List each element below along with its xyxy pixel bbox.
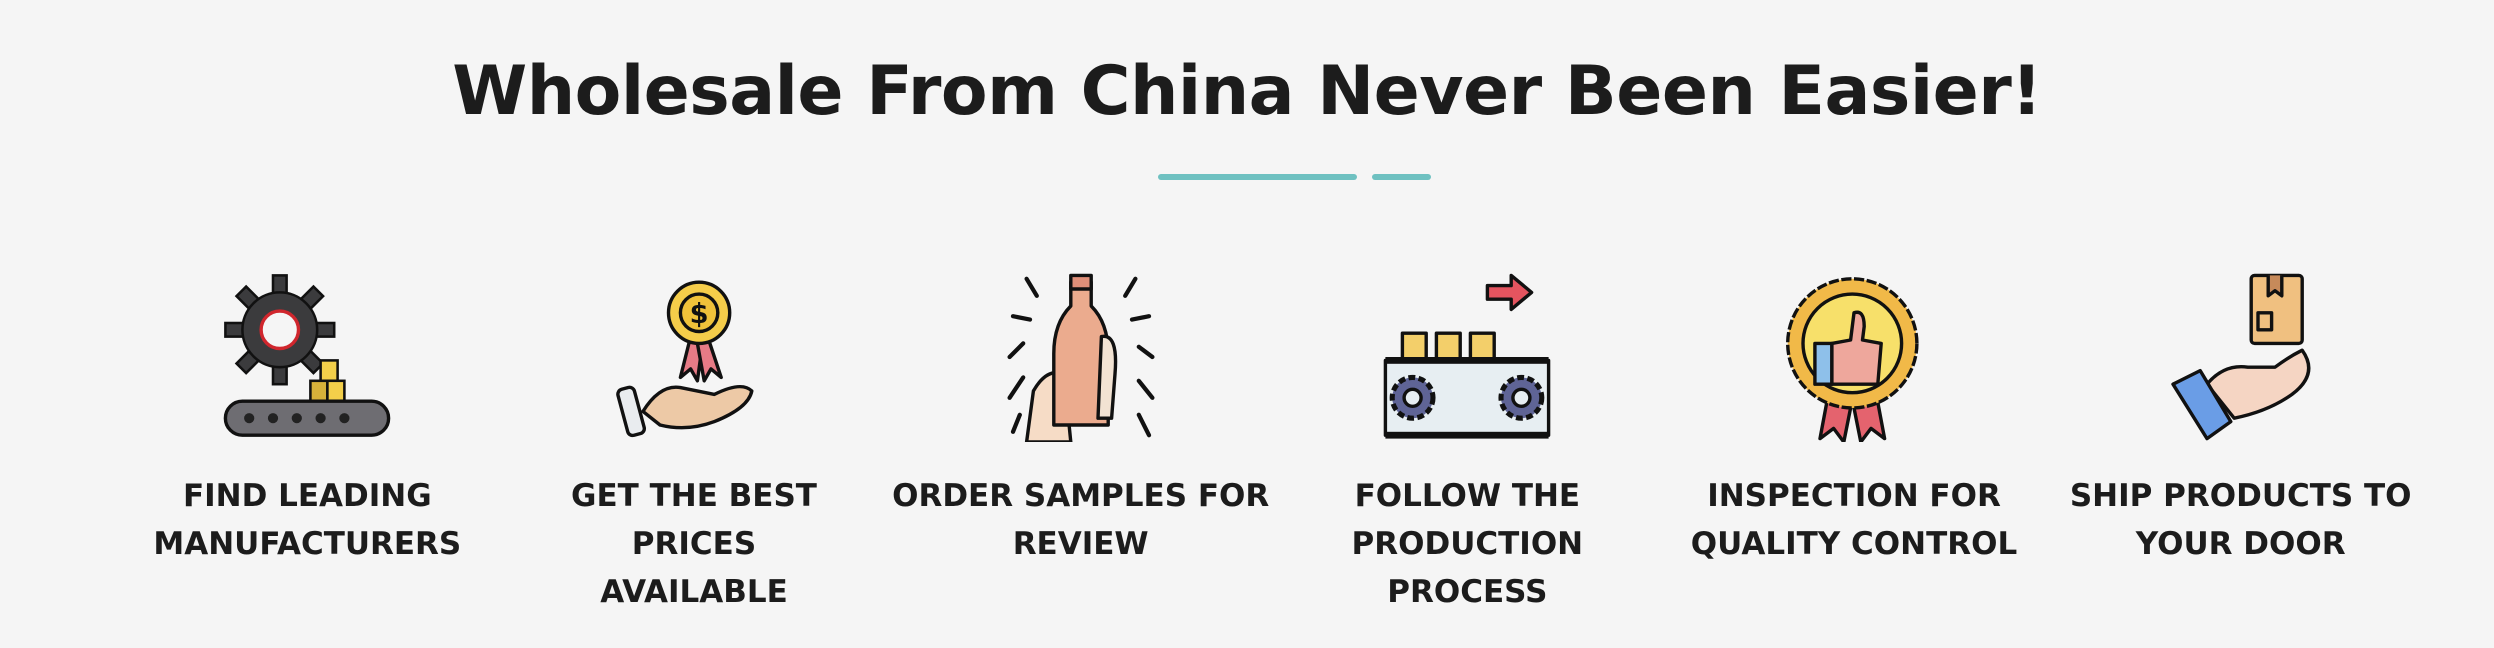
label-line: AVAILABLE	[600, 574, 788, 610]
label-line: PROCESS	[1387, 574, 1548, 610]
feature-label: FOLLOW THE PRODUCTION PROCESS	[1277, 472, 1657, 616]
label-line: REVIEW	[1012, 526, 1149, 562]
feature-label: GET THE BEST PRICES AVAILABLE	[504, 472, 884, 616]
label-line: SHIP PRODUCTS TO	[2069, 478, 2412, 514]
label-line: FIND LEADING	[182, 478, 432, 514]
hand-medal-icon: $	[616, 280, 754, 438]
label-line: GET THE BEST PRICES	[571, 478, 817, 562]
production-line-icon	[1384, 273, 1551, 439]
label-line: ORDER SAMPLES FOR	[892, 478, 1270, 514]
gear-conveyor-icon	[224, 274, 391, 437]
hand-bottle-icon	[1007, 273, 1155, 442]
feature-label: FIND LEADING MANUFACTURERS	[117, 472, 497, 568]
page-title: Wholesale From China Never Been Easier!	[452, 52, 2042, 131]
label-line: INSPECTION FOR	[1707, 478, 2001, 514]
label-line: FOLLOW THE	[1354, 478, 1581, 514]
feature-best-prices: $ GET THE BEST PRICES AVAILABLE	[501, 272, 888, 616]
features-row: FIND LEADING MANUFACTURERS $ GET THE BES…	[114, 272, 2434, 616]
svg-text:$: $	[690, 299, 709, 330]
feature-follow-production: FOLLOW THE PRODUCTION PROCESS	[1274, 272, 1661, 616]
feature-label: ORDER SAMPLES FOR REVIEW	[891, 472, 1271, 568]
label-line: PRODUCTION	[1351, 526, 1584, 562]
label-line: MANUFACTURERS	[153, 526, 462, 562]
title-underline-short	[1372, 174, 1431, 180]
label-line: YOUR DOOR	[2135, 526, 2346, 562]
feature-find-manufacturers: FIND LEADING MANUFACTURERS	[114, 272, 501, 616]
label-line: QUALITY CONTROL	[1690, 526, 2018, 562]
quality-badge-icon	[1786, 277, 1919, 442]
title-underline-long	[1158, 174, 1357, 180]
feature-label: INSPECTION FOR QUALITY CONTROL	[1664, 472, 2044, 568]
feature-quality-control: INSPECTION FOR QUALITY CONTROL	[1661, 272, 2048, 616]
hand-package-icon	[2170, 273, 2311, 441]
feature-order-samples: ORDER SAMPLES FOR REVIEW	[887, 272, 1274, 616]
feature-label: SHIP PRODUCTS TO YOUR DOOR	[2051, 472, 2431, 568]
feature-ship-products: SHIP PRODUCTS TO YOUR DOOR	[2047, 272, 2434, 616]
